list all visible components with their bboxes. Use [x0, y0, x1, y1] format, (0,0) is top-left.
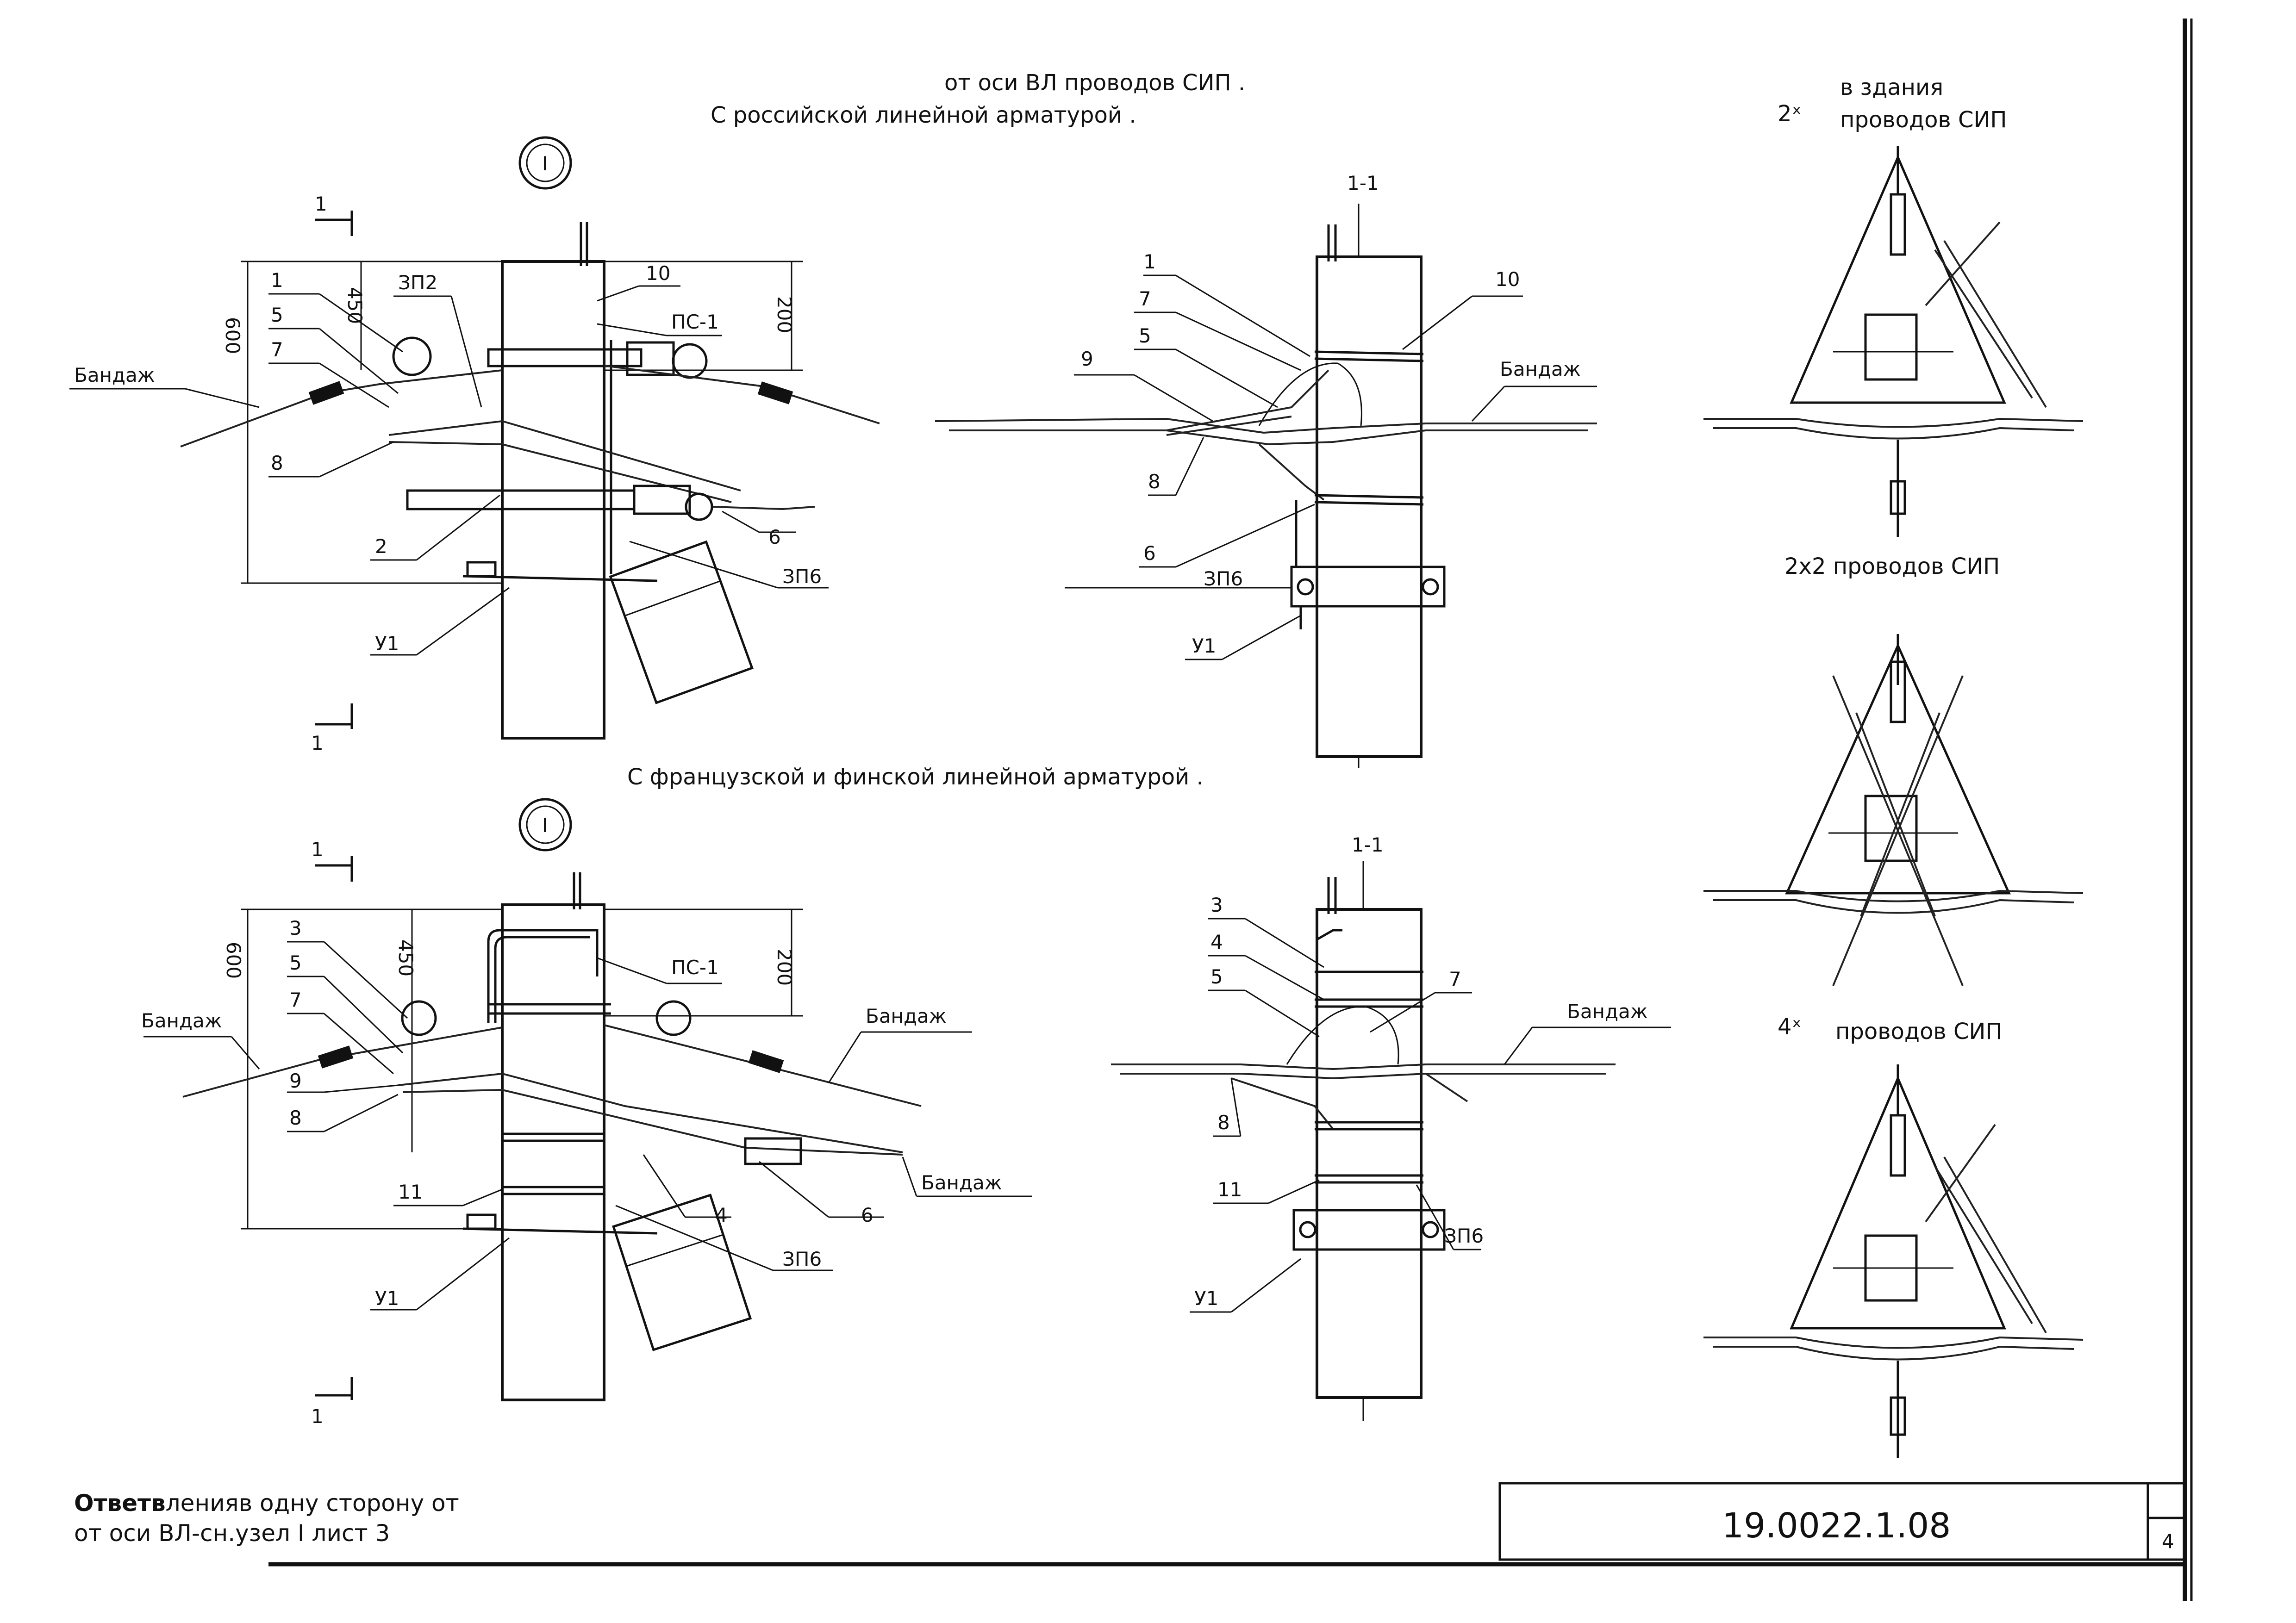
callout-tm-9: 9 — [1081, 348, 1093, 370]
callout-tm-bandage: Бандаж — [1500, 358, 1581, 380]
header-line1: от оси ВЛ проводов СИП . — [944, 70, 1245, 96]
pole-bottom-left — [501, 903, 605, 1401]
svg-text:1: 1 — [315, 193, 327, 215]
top-right-caption2: проводов СИП — [1840, 107, 2007, 133]
callout-zp6: ЗП6 — [782, 565, 822, 588]
callout-1: 1 — [271, 269, 283, 292]
plan-4x-wires — [1703, 1064, 2084, 1458]
dim-200-bottom: 200 — [773, 949, 796, 986]
callout-tm-1: 1 — [1143, 250, 1156, 273]
drawing-code: 19.0022.1.08 — [1722, 1506, 1951, 1546]
callout-bm-u1: У1 — [1194, 1287, 1218, 1310]
callout-tm-5: 5 — [1139, 324, 1151, 347]
callout-bm-11: 11 — [1217, 1178, 1242, 1201]
callout-bm-bandage: Бандаж — [1567, 1000, 1648, 1023]
callout-bm-7: 7 — [1449, 968, 1461, 990]
mid-right-caption: 2х2 проводов СИП — [1784, 553, 2000, 579]
callout-bl-ps1: ПС-1 — [671, 956, 719, 979]
dim-450-bottom: 450 — [394, 939, 417, 976]
top-right-caption1: в здания — [1840, 75, 1943, 100]
callouts-bottom-middle: 3 4 5 7 8 11 ЗП6 У1 Бандаж — [1190, 894, 1671, 1313]
callout-2: 2 — [375, 535, 387, 558]
node-mark-top: I — [518, 136, 572, 190]
cut-mark-bottom-left-upper: 1 — [311, 838, 353, 882]
top-right-count: 2ˣ — [1778, 101, 1802, 127]
callout-bl-zp6: ЗП6 — [782, 1248, 822, 1270]
svg-text:1: 1 — [311, 838, 324, 861]
callouts-bottom-left: 3 5 7 9 8 11 ПС-1 4 6 ЗП6 У1 Бандаж Банд… — [141, 917, 1032, 1311]
section-mid-title: С французской и финской линейной арматур… — [627, 764, 1204, 790]
plan-2x-wires — [1703, 146, 2084, 537]
callout-bm-5: 5 — [1210, 965, 1223, 988]
svg-text:1: 1 — [311, 732, 324, 754]
callout-6: 6 — [768, 526, 781, 548]
callout-tm-7: 7 — [1139, 287, 1151, 310]
dim-600-bottom: 600 — [222, 942, 245, 979]
pole-bottom-middle — [1316, 908, 1423, 1399]
callout-bm-4: 4 — [1210, 931, 1223, 953]
callout-tm-8: 8 — [1148, 470, 1160, 493]
callout-tm-6: 6 — [1143, 542, 1156, 565]
low-right-count: 4ˣ — [1778, 1014, 1802, 1040]
callout-8: 8 — [271, 452, 283, 474]
svg-text:I: I — [542, 814, 548, 837]
note-line2: от оси ВЛ-сн.узел I лист 3 — [74, 1520, 390, 1547]
callout-bl-3: 3 — [289, 917, 302, 939]
callout-ps1: ПС-1 — [671, 311, 719, 333]
title-block: 19.0022.1.08 4 — [1498, 1482, 2186, 1561]
header-line2: С российской линейной арматурой . — [711, 102, 1136, 128]
cut-mark-top-left-upper: 1 — [315, 193, 353, 236]
callout-bl-5: 5 — [289, 951, 302, 974]
dimension-lines-bottom-left: 600 450 200 — [222, 908, 803, 1230]
callout-u1: У1 — [375, 632, 399, 655]
callout-bandage: Бандаж — [74, 364, 155, 386]
cut-mark-top-left-lower: 1 — [311, 703, 353, 754]
pole-top-middle — [1316, 255, 1423, 758]
top-middle-view: 1-1 1 7 5 9 8 6 — [935, 172, 1597, 768]
svg-text:I: I — [542, 152, 548, 175]
callout-bl-11: 11 — [398, 1181, 423, 1203]
dim-200-top: 200 — [773, 296, 796, 333]
sheet-frame — [268, 19, 2193, 1601]
bottom-left-view: 1 1 600 450 200 — [141, 838, 1032, 1428]
callout-tm-10: 10 — [1495, 268, 1520, 291]
callout-tm-zp6: ЗП6 — [1204, 567, 1243, 590]
callout-bl-8: 8 — [289, 1107, 302, 1129]
footer-note: Ответвленияв одну сторону от от оси ВЛ-с… — [74, 1490, 459, 1547]
bottom-middle-view: 1-1 3 4 5 7 8 11 — [1111, 833, 1671, 1421]
callout-bm-8: 8 — [1217, 1111, 1230, 1134]
node-mark-bottom: I — [518, 798, 572, 852]
callout-10: 10 — [646, 262, 670, 285]
callout-bl-bandage-low: Бандаж — [921, 1171, 1002, 1194]
callout-zp2: ЗП2 — [398, 271, 437, 294]
callout-bl-4: 4 — [715, 1204, 728, 1226]
cut-mark-bottom-left-lower: 1 — [311, 1377, 353, 1428]
svg-text:Ответвленияв одну сторону от: Ответвленияв одну сторону от — [74, 1490, 459, 1517]
callout-bl-u1: У1 — [375, 1287, 399, 1310]
callout-bl-6: 6 — [861, 1204, 873, 1226]
section-label-bottom: 1-1 — [1352, 833, 1384, 856]
callout-7: 7 — [271, 338, 283, 361]
section-label-top: 1-1 — [1347, 172, 1379, 194]
sheet-number: 4 — [2162, 1530, 2174, 1553]
callout-5: 5 — [271, 304, 283, 326]
note-rest: ленияв одну сторону от — [166, 1490, 459, 1517]
callouts-top-middle: 1 7 5 9 8 6 ЗП6 У1 10 Бандаж — [1065, 250, 1597, 660]
callout-bl-bandage-right: Бандаж — [866, 1005, 947, 1027]
callout-tm-u1: У1 — [1192, 634, 1216, 657]
plan-2x2-wires — [1703, 634, 2084, 986]
callout-bl-bandage-left: Бандаж — [141, 1009, 222, 1032]
callout-bl-7: 7 — [289, 989, 302, 1011]
pole-top-left — [501, 260, 605, 740]
low-right-caption: проводов СИП — [1835, 1019, 2003, 1045]
callouts-top-left: 1 5 7 8 2 ЗП2 10 ПС-1 6 ЗП6 У1 Бандаж — [69, 262, 829, 656]
top-left-view: 1 1 600 450 200 — [69, 193, 880, 754]
callout-bm-3: 3 — [1210, 894, 1223, 916]
note-bold: Ответв — [74, 1490, 166, 1517]
dim-600-top: 600 — [221, 317, 244, 354]
callout-bm-zp6: ЗП6 — [1444, 1225, 1484, 1247]
callout-bl-9: 9 — [289, 1070, 302, 1092]
svg-text:1: 1 — [311, 1405, 324, 1428]
